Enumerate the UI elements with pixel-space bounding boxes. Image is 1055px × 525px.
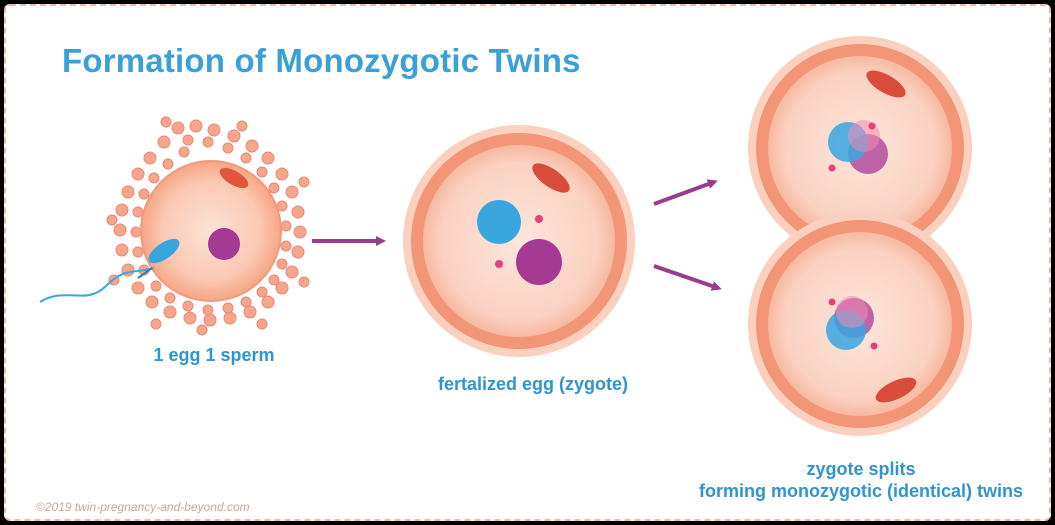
copyright-notice: ©2019 twin-pregnancy-and-beyond.com — [36, 500, 250, 514]
diagram-illustration — [6, 6, 1051, 521]
page-title: Formation of Monozygotic Twins — [62, 42, 581, 80]
caption-split-line2: forming monozygotic (identical) twins — [666, 480, 1051, 502]
caption-egg-sperm: 1 egg 1 sperm — [124, 345, 304, 366]
caption-zygote: fertalized egg (zygote) — [398, 374, 668, 395]
caption-zygote-split: zygote splits forming monozygotic (ident… — [666, 458, 1051, 502]
arrow-to-twin-lower — [654, 266, 718, 288]
zygote-cell — [403, 125, 635, 357]
diagram-card: Formation of Monozygotic Twins 1 egg 1 s… — [4, 4, 1051, 521]
egg-with-sperm — [40, 117, 309, 335]
twin-cell-lower — [748, 212, 972, 436]
caption-split-line1: zygote splits — [666, 458, 1051, 480]
arrow-to-twin-upper — [654, 182, 714, 204]
